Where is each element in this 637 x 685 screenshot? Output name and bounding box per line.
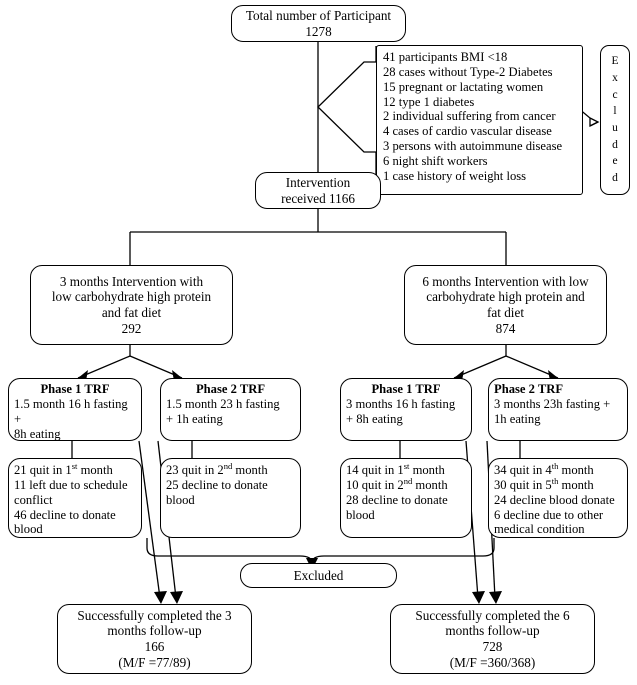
- dropout-a1-item-1: 11 left due to schedule: [14, 477, 128, 492]
- excluded-letter-3: l: [613, 105, 617, 118]
- phase-b2-heading: Phase 2 TRF: [494, 382, 564, 396]
- phase-a1-line2: 8h eating: [14, 426, 61, 441]
- dropout-b2-item-4: medical condition: [494, 522, 585, 537]
- phase-b1-line1: 3 months 16 h fasting: [346, 396, 456, 411]
- dropout-b2-item-3: 6 decline due to other: [494, 507, 604, 522]
- node-completed-3months: Successfully completed the 3 months foll…: [57, 604, 252, 674]
- arm-3months-line1: 3 months Intervention with: [59, 273, 204, 289]
- phase-b1-line2: + 8h eating: [346, 411, 403, 426]
- node-phase-b1: Phase 1 TRF 3 months 16 h fasting + 8h e…: [340, 378, 472, 441]
- completed-6months-line1: Successfully completed the 6: [415, 607, 570, 623]
- excluded-letter-0: E: [611, 55, 619, 68]
- exclusion-item-4: 2 individual suffering from cancer: [383, 109, 556, 124]
- node-total-participants: Total number of Participant 1278: [231, 5, 406, 42]
- phase-a1-line1: 1.5 month 16 h fasting +: [14, 396, 128, 426]
- arm-3months-line2: low carbohydrate high protein: [51, 289, 212, 305]
- node-excluded-bottom: Excluded: [240, 563, 397, 588]
- exclusion-item-5: 4 cases of cardio vascular disease: [383, 124, 552, 139]
- dropout-b1-item-2: 28 decline to donate: [346, 492, 448, 507]
- node-phase-a1: Phase 1 TRF 1.5 month 16 h fasting + 8h …: [8, 378, 142, 441]
- node-phase-b2: Phase 2 TRF 3 months 23h fasting + 1h ea…: [488, 378, 628, 441]
- exclusion-item-0: 41 participants BMI <18: [383, 50, 508, 64]
- node-dropout-b2: 34 quit in 4th month 30 quit in 5th mont…: [488, 458, 628, 538]
- exclusion-item-1: 28 cases without Type-2 Diabetes: [383, 64, 553, 79]
- dropout-a2-item-1: 25 decline to donate: [166, 477, 268, 492]
- total-participants-count: 1278: [305, 23, 332, 39]
- phase-a2-heading: Phase 2 TRF: [195, 382, 266, 396]
- node-completed-6months: Successfully completed the 6 months foll…: [390, 604, 595, 674]
- arm-3months-line3: and fat diet: [101, 305, 162, 320]
- completed-3months-mf: (M/F =77/89): [118, 654, 191, 670]
- arm-6months-count: 874: [495, 320, 516, 336]
- node-dropout-a2: 23 quit in 2nd month 25 decline to donat…: [160, 458, 301, 538]
- node-arm-3months: 3 months Intervention with low carbohydr…: [30, 265, 233, 345]
- dropout-b2-item-0: 34 quit in 4th month: [494, 460, 594, 477]
- dropout-a1-item-4: blood: [14, 522, 43, 537]
- exclusion-item-7: 6 night shift workers: [383, 154, 488, 169]
- dropout-b1-item-0: 14 quit in 1st month: [346, 460, 445, 477]
- exclusion-item-3: 12 type 1 diabetes: [383, 94, 475, 109]
- dropout-a2-item-0: 23 quit in 2nd month: [166, 460, 268, 477]
- dropout-a1-item-2: conflict: [14, 492, 53, 507]
- excluded-letter-2: c: [612, 88, 618, 101]
- phase-b2-line2: 1h eating: [494, 411, 541, 426]
- arm-3months-count: 292: [121, 320, 142, 336]
- node-arm-6months: 6 months Intervention with low carbohydr…: [404, 265, 607, 345]
- phase-a2-line2: + 1h eating: [166, 411, 223, 426]
- dropout-b2-item-1: 30 quit in 5th month: [494, 475, 594, 492]
- dropout-b2-item-2: 24 decline blood donate: [494, 492, 615, 507]
- arm-6months-line3: fat diet: [487, 305, 524, 320]
- excluded-letter-5: d: [612, 138, 618, 151]
- arm-6months-line2: carbohydrate high protein and: [426, 289, 585, 305]
- node-dropout-a1: 21 quit in 1st month 11 left due to sche…: [8, 458, 142, 538]
- excluded-letter-6: e: [612, 155, 618, 168]
- excluded-letter-7: d: [612, 172, 618, 185]
- node-excluded-vertical-label: E x c l u d e d: [600, 45, 630, 195]
- dropout-b1-item-3: blood: [346, 507, 375, 522]
- exclusion-item-8: 1 case history of weight loss: [383, 168, 527, 183]
- completed-6months-count: 728: [482, 639, 503, 654]
- node-intervention-received: Intervention received 1166: [255, 172, 381, 209]
- dropout-a1-item-0: 21 quit in 1st month: [14, 460, 113, 477]
- phase-a1-heading: Phase 1 TRF: [40, 382, 110, 396]
- phase-b1-heading: Phase 1 TRF: [371, 382, 441, 396]
- excluded-letter-4: u: [612, 122, 618, 134]
- phase-a2-line1: 1.5 month 23 h fasting: [166, 396, 280, 411]
- node-phase-a2: Phase 2 TRF 1.5 month 23 h fasting + 1h …: [160, 378, 301, 441]
- dropout-a1-item-3: 46 decline to donate: [14, 507, 116, 522]
- intervention-received-line1: Intervention: [285, 174, 351, 190]
- dropout-b1-item-1: 10 quit in 2nd month: [346, 475, 448, 492]
- node-dropout-b1: 14 quit in 1st month 10 quit in 2nd mont…: [340, 458, 472, 538]
- excluded-bottom-label: Excluded: [293, 567, 344, 583]
- phase-b2-line1: 3 months 23h fasting +: [494, 396, 611, 411]
- completed-6months-mf: (M/F =360/368): [449, 654, 536, 670]
- excluded-letter-1: x: [612, 71, 618, 84]
- intervention-received-count: received 1166: [281, 190, 355, 206]
- exclusion-item-2: 15 pregnant or lactating women: [383, 79, 544, 94]
- dropout-a2-item-2: blood: [166, 492, 195, 507]
- exclusion-item-6: 3 persons with autoimmune disease: [383, 139, 563, 154]
- completed-3months-line1: Successfully completed the 3: [77, 607, 232, 623]
- completed-3months-count: 166: [144, 639, 165, 654]
- total-participants-line1: Total number of Participant: [245, 7, 392, 23]
- completed-6months-line2: months follow-up: [445, 623, 540, 639]
- completed-3months-line2: months follow-up: [107, 623, 202, 639]
- arm-6months-line1: 6 months Intervention with low: [422, 273, 589, 289]
- node-exclusion-reasons: 41 participants BMI <18 28 cases without…: [376, 45, 583, 195]
